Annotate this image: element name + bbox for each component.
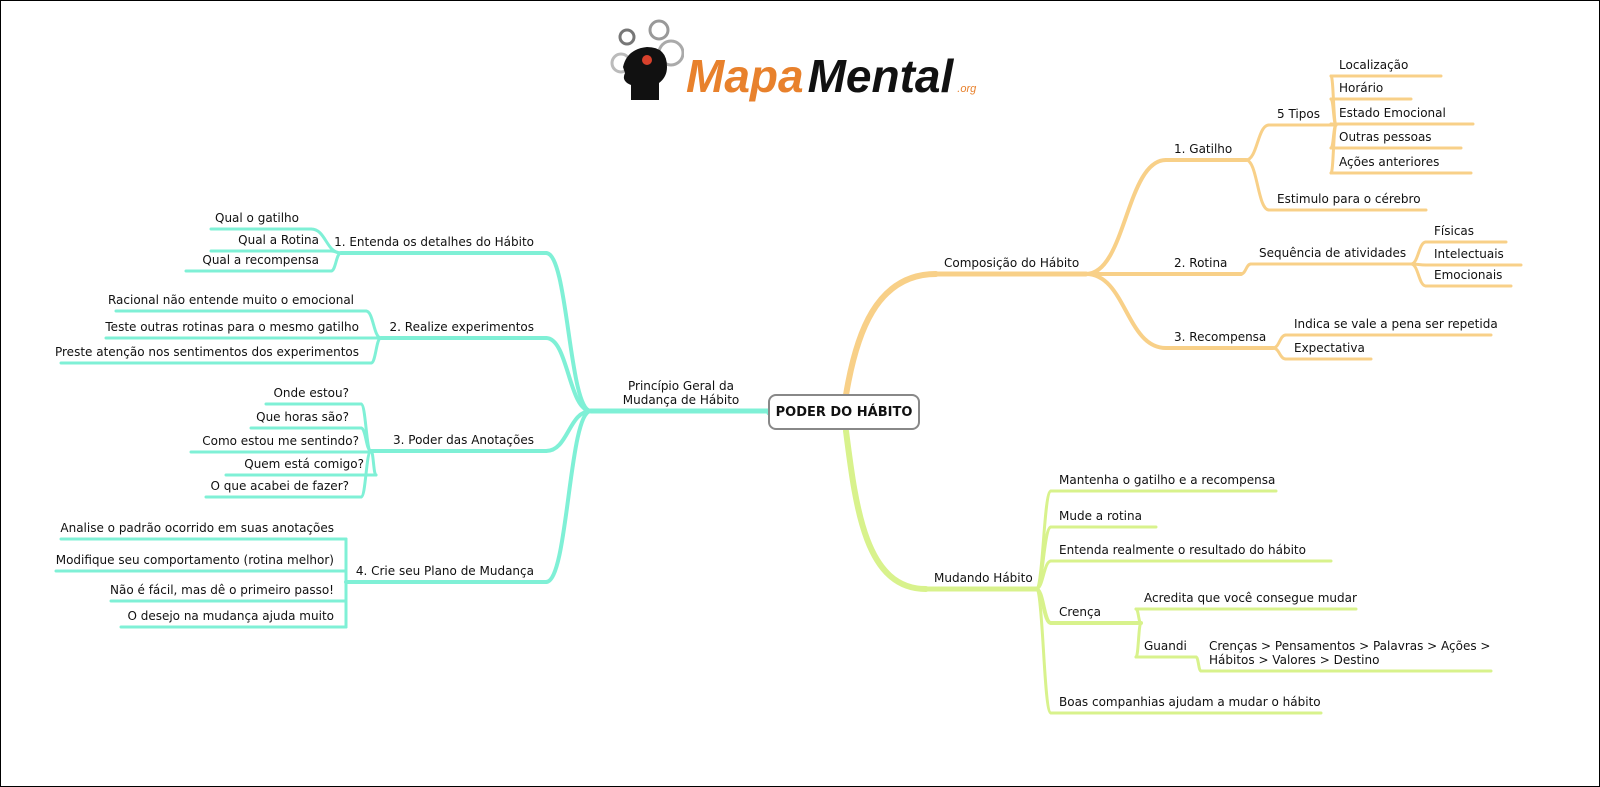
connector-line bbox=[329, 251, 343, 273]
node-label[interactable]: Qual a recompensa bbox=[202, 253, 319, 267]
connector-line bbox=[1134, 621, 1143, 659]
connector-line bbox=[1134, 607, 1143, 625]
connector-line bbox=[369, 336, 383, 365]
logo-text-mental: Mental bbox=[807, 50, 954, 102]
node-label[interactable]: Preste atenção nos sentimentos dos exper… bbox=[54, 345, 359, 359]
node-label[interactable]: Estimulo para o cérebro bbox=[1277, 192, 1421, 206]
connector-line bbox=[843, 428, 929, 592]
node-label[interactable]: Entenda realmente o resultado do hábito bbox=[1059, 543, 1306, 557]
connector-line bbox=[544, 409, 593, 584]
connector-line bbox=[1271, 333, 1288, 350]
node-label[interactable]: Sequência de atividades bbox=[1259, 246, 1407, 260]
logo-text-org: .org bbox=[957, 83, 977, 95]
node-label[interactable]: 4. Crie seu Plano de Mudança bbox=[355, 564, 534, 578]
node-label[interactable]: Crenças > Pensamentos > Palavras > Ações… bbox=[1209, 639, 1491, 653]
logo-text-mapa: Mapa bbox=[686, 50, 804, 102]
node-label[interactable]: Mantenha o gatilho e a recompensa bbox=[1059, 473, 1276, 487]
node-label[interactable]: 3. Recompensa bbox=[1174, 330, 1267, 344]
node-label[interactable]: Modifique seu comportamento (rotina melh… bbox=[55, 553, 334, 567]
connector-line bbox=[369, 449, 378, 477]
node-label[interactable]: Princípio Geral da bbox=[627, 379, 735, 393]
node-label[interactable]: Ações anteriores bbox=[1339, 155, 1440, 169]
node-label[interactable]: 1. Gatilho bbox=[1174, 142, 1233, 156]
node-label[interactable]: Indica se vale a pena ser repetida bbox=[1294, 317, 1498, 331]
connector-line bbox=[1271, 346, 1288, 361]
node-label[interactable]: 3. Poder das Anotações bbox=[393, 433, 534, 447]
node-label[interactable]: Expectativa bbox=[1294, 341, 1365, 355]
node-label[interactable]: Intelectuais bbox=[1434, 247, 1504, 261]
connector-line bbox=[1034, 587, 1053, 715]
node-label[interactable]: Analise o padrão ocorrido em suas anotaç… bbox=[60, 521, 334, 535]
connector-line bbox=[544, 251, 593, 413]
node-label[interactable]: Hábitos > Valores > Destino bbox=[1209, 653, 1380, 667]
connector-line bbox=[1409, 240, 1428, 266]
node-label[interactable]: Teste outras rotinas para o mesmo gatilh… bbox=[105, 320, 359, 334]
node-label[interactable]: Horário bbox=[1339, 81, 1384, 95]
connector-line bbox=[1239, 262, 1253, 276]
node-label[interactable]: 2. Realize experimentos bbox=[389, 320, 534, 334]
node-label[interactable]: Guandi bbox=[1144, 639, 1187, 653]
node-label[interactable]: Boas companhias ajudam a mudar o hábito bbox=[1059, 695, 1321, 709]
connector-line bbox=[364, 309, 383, 340]
node-label[interactable]: Estado Emocional bbox=[1339, 106, 1446, 120]
node-label[interactable]: Qual a Rotina bbox=[238, 233, 319, 247]
connector-line bbox=[359, 449, 373, 499]
logo: Mapa Mental .org bbox=[609, 15, 976, 105]
node-label[interactable]: Como estou me sentindo? bbox=[202, 434, 359, 448]
node-label[interactable]: Acredita que você consegue mudar bbox=[1144, 591, 1357, 605]
node-label[interactable]: Crença bbox=[1059, 605, 1101, 619]
node-label[interactable]: Físicas bbox=[1434, 224, 1475, 238]
node-label[interactable]: Não é fácil, mas dê o primeiro passo! bbox=[110, 583, 334, 597]
node-label[interactable]: Localização bbox=[1339, 58, 1409, 72]
node-label[interactable]: Mudança de Hábito bbox=[622, 393, 740, 407]
head-gears-logo-icon bbox=[610, 19, 684, 100]
connector-line bbox=[1194, 655, 1203, 673]
connector-line bbox=[1409, 262, 1428, 288]
central-node[interactable]: PODER DO HÁBITO bbox=[768, 394, 920, 430]
connector-line bbox=[1084, 158, 1168, 276]
connector-line bbox=[1084, 272, 1168, 350]
logo-wordmark: Mapa Mental .org bbox=[686, 49, 976, 103]
node-label[interactable]: Que horas são? bbox=[256, 410, 349, 424]
node-label[interactable]: Mude a rotina bbox=[1059, 509, 1142, 523]
node-label[interactable]: Quem está comigo? bbox=[244, 457, 364, 471]
node-label[interactable]: Mudando Hábito bbox=[934, 571, 1033, 585]
node-label[interactable]: Composição do Hábito bbox=[944, 256, 1080, 270]
connector-line bbox=[1244, 123, 1271, 162]
central-node-label: PODER DO HÁBITO bbox=[775, 404, 913, 420]
node-label[interactable]: Racional não entende muito o emocional bbox=[107, 293, 354, 307]
node-label[interactable]: 5 Tipos bbox=[1277, 107, 1320, 121]
node-label[interactable]: Emocionais bbox=[1434, 268, 1503, 282]
node-label[interactable]: 1. Entenda os detalhes do Hábito bbox=[334, 235, 534, 249]
node-label[interactable]: Onde estou? bbox=[273, 386, 349, 400]
node-label[interactable]: Qual o gatilho bbox=[215, 211, 299, 225]
node-label[interactable]: O desejo na mudança ajuda muito bbox=[127, 609, 334, 623]
node-label[interactable]: 2. Rotina bbox=[1174, 256, 1228, 270]
connector-line bbox=[544, 409, 593, 453]
node-label[interactable]: Outras pessoas bbox=[1339, 130, 1432, 144]
connector-line bbox=[544, 336, 593, 413]
node-label[interactable]: O que acabei de fazer? bbox=[210, 479, 349, 493]
connector-line bbox=[843, 271, 939, 398]
connector-line bbox=[1244, 158, 1271, 212]
